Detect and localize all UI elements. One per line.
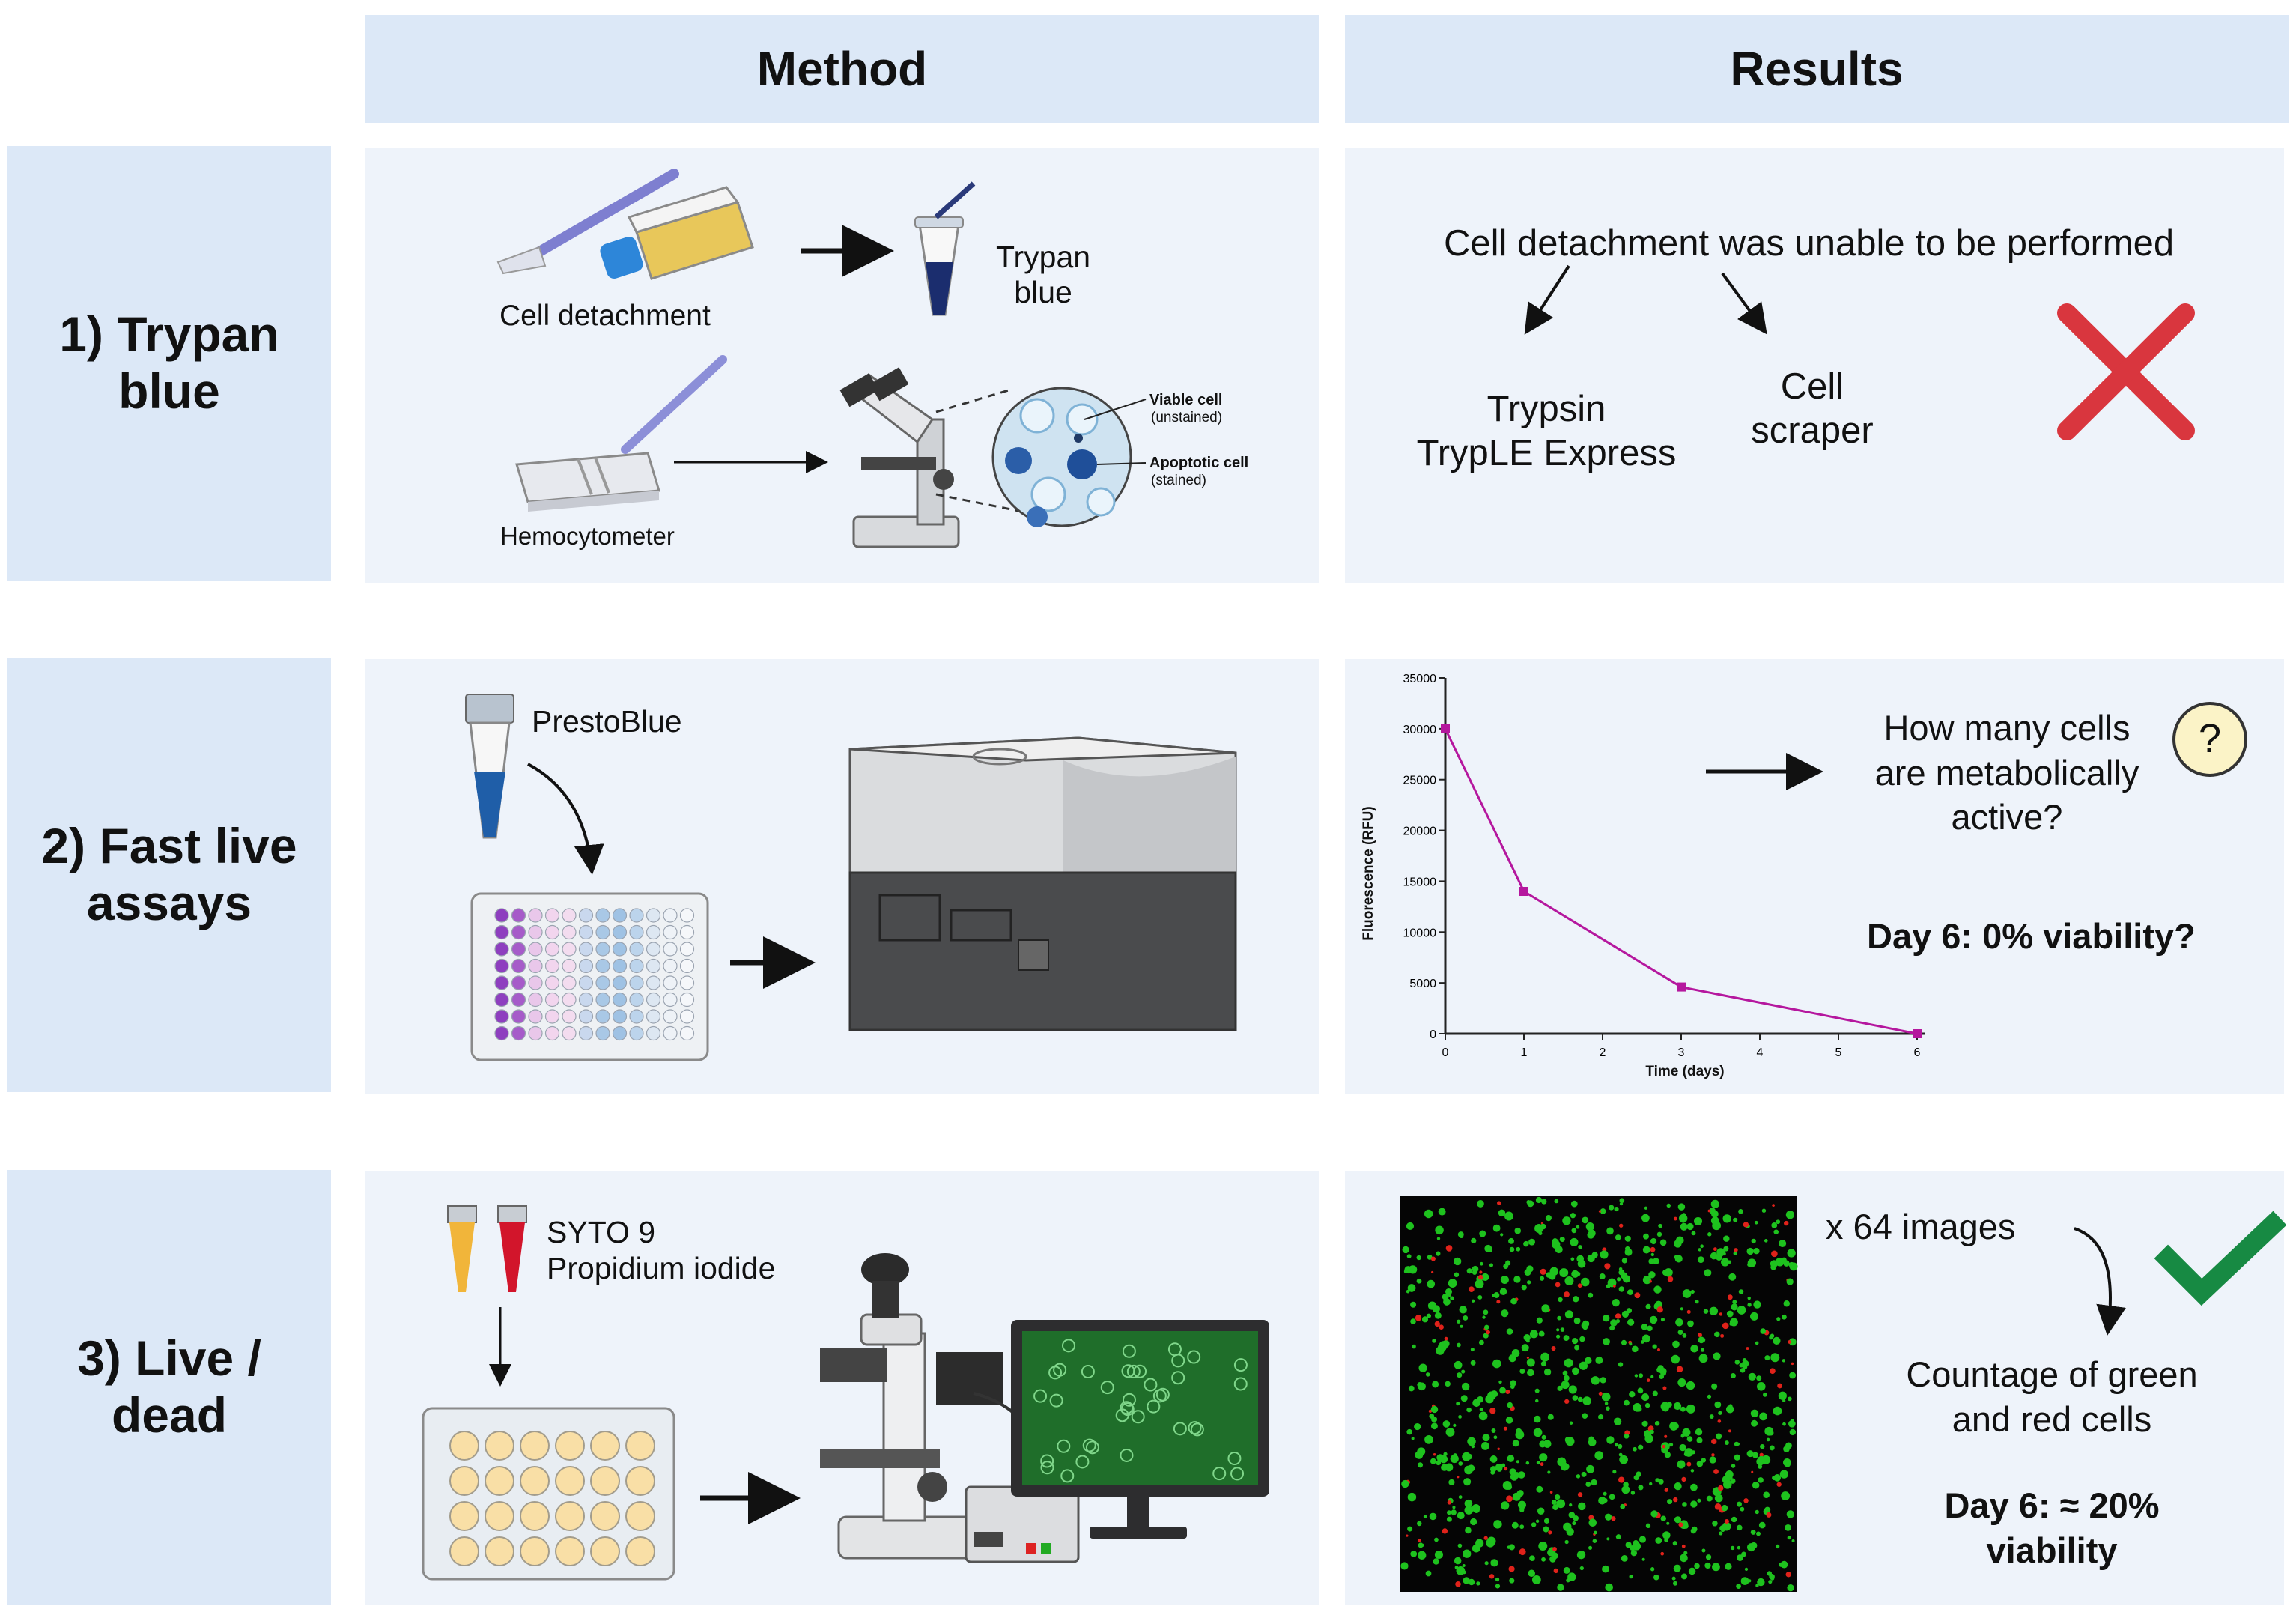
x-tick-label: 5 [1835, 1046, 1842, 1059]
y-tick-label: 0 [1430, 1028, 1436, 1041]
hemocytometer-icon [515, 355, 727, 512]
syto9-label: SYTO 9 [547, 1215, 656, 1249]
row-label-live-dead: 3) Live /dead [7, 1170, 331, 1605]
question-badge-icon [2172, 702, 2247, 777]
check-icon [2154, 1211, 2287, 1306]
detachment-result-title: Cell detachment was unable to be perform… [1444, 223, 2175, 264]
culture-flask-icon [600, 186, 754, 280]
method-panel-1 [365, 148, 1319, 583]
fluorescence-image [1400, 1196, 1798, 1592]
fluorescence-chart: 0 5000 10000 15000 20000 25000 30000 35000 0 1 2 3… [1403, 673, 1925, 1059]
apoptotic-cell-label: Apoptotic cell [1149, 455, 1249, 471]
cell-zoom-circle [991, 387, 1132, 527]
viable-cell-state: (unstained) [1151, 410, 1223, 425]
96-well-plate-icon [470, 892, 709, 1061]
images-count-label: x 64 images [1826, 1207, 2016, 1246]
y-tick-label: 20000 [1403, 825, 1437, 838]
data-point [1519, 887, 1528, 896]
results-header: Results [1345, 15, 2289, 123]
y-tick-label: 15000 [1403, 876, 1437, 888]
plate-reader-icon [848, 736, 1237, 1031]
hemocytometer-label: Hemocytometer [500, 522, 675, 550]
results-panel-2 [1345, 659, 2284, 1094]
apoptotic-cell-state: (stained) [1151, 473, 1206, 488]
day6-viability-question: Day 6: 0% viability? [1867, 916, 2196, 956]
data-point [1913, 1029, 1922, 1038]
cell-detachment-label: Cell detachment [499, 300, 711, 332]
x-tick-label: 0 [1442, 1046, 1449, 1059]
chart-y-axis-label: Fluorescence (RFU) [1361, 806, 1376, 941]
cross-icon [2057, 303, 2195, 440]
trypan-tube-icon [914, 181, 976, 316]
x-tick-label: 6 [1914, 1046, 1921, 1059]
syto9-tube-icon [447, 1205, 477, 1292]
cell-scraper-icon [496, 169, 679, 275]
monitor-icon [1011, 1320, 1269, 1539]
series-line [1444, 728, 1918, 1035]
x-tick-label: 1 [1521, 1046, 1528, 1059]
prestoblue-label: PrestoBlue [532, 704, 682, 739]
day6-viability-result: Day 6: ≈ 20%viability [1944, 1485, 2160, 1570]
y-tick-label: 25000 [1403, 775, 1437, 787]
24-well-plate-icon [422, 1407, 675, 1581]
x-tick-label: 4 [1757, 1046, 1764, 1059]
fluorescence-microscope-icon [820, 1253, 1003, 1560]
data-point [1677, 982, 1686, 992]
propidium-iodide-label: Propidium iodide [547, 1251, 776, 1285]
y-tick-label: 10000 [1403, 927, 1437, 939]
propidium-iodide-tube-icon [497, 1205, 527, 1292]
y-tick-label: 30000 [1403, 724, 1437, 736]
chart-x-axis-label: Time (days) [1645, 1064, 1725, 1079]
question-mark: ? [2198, 716, 2222, 761]
viable-cell-label: Viable cell [1149, 392, 1223, 408]
prestoblue-tube-icon [465, 694, 514, 839]
data-point [1441, 724, 1450, 733]
y-tick-label: 35000 [1403, 673, 1437, 685]
light-source-box-icon [965, 1485, 1080, 1563]
method-header: Method [365, 15, 1319, 123]
y-tick-label: 5000 [1409, 978, 1436, 990]
microscope-icon [839, 367, 960, 548]
x-tick-label: 3 [1678, 1046, 1685, 1059]
x-tick-label: 2 [1600, 1046, 1606, 1059]
